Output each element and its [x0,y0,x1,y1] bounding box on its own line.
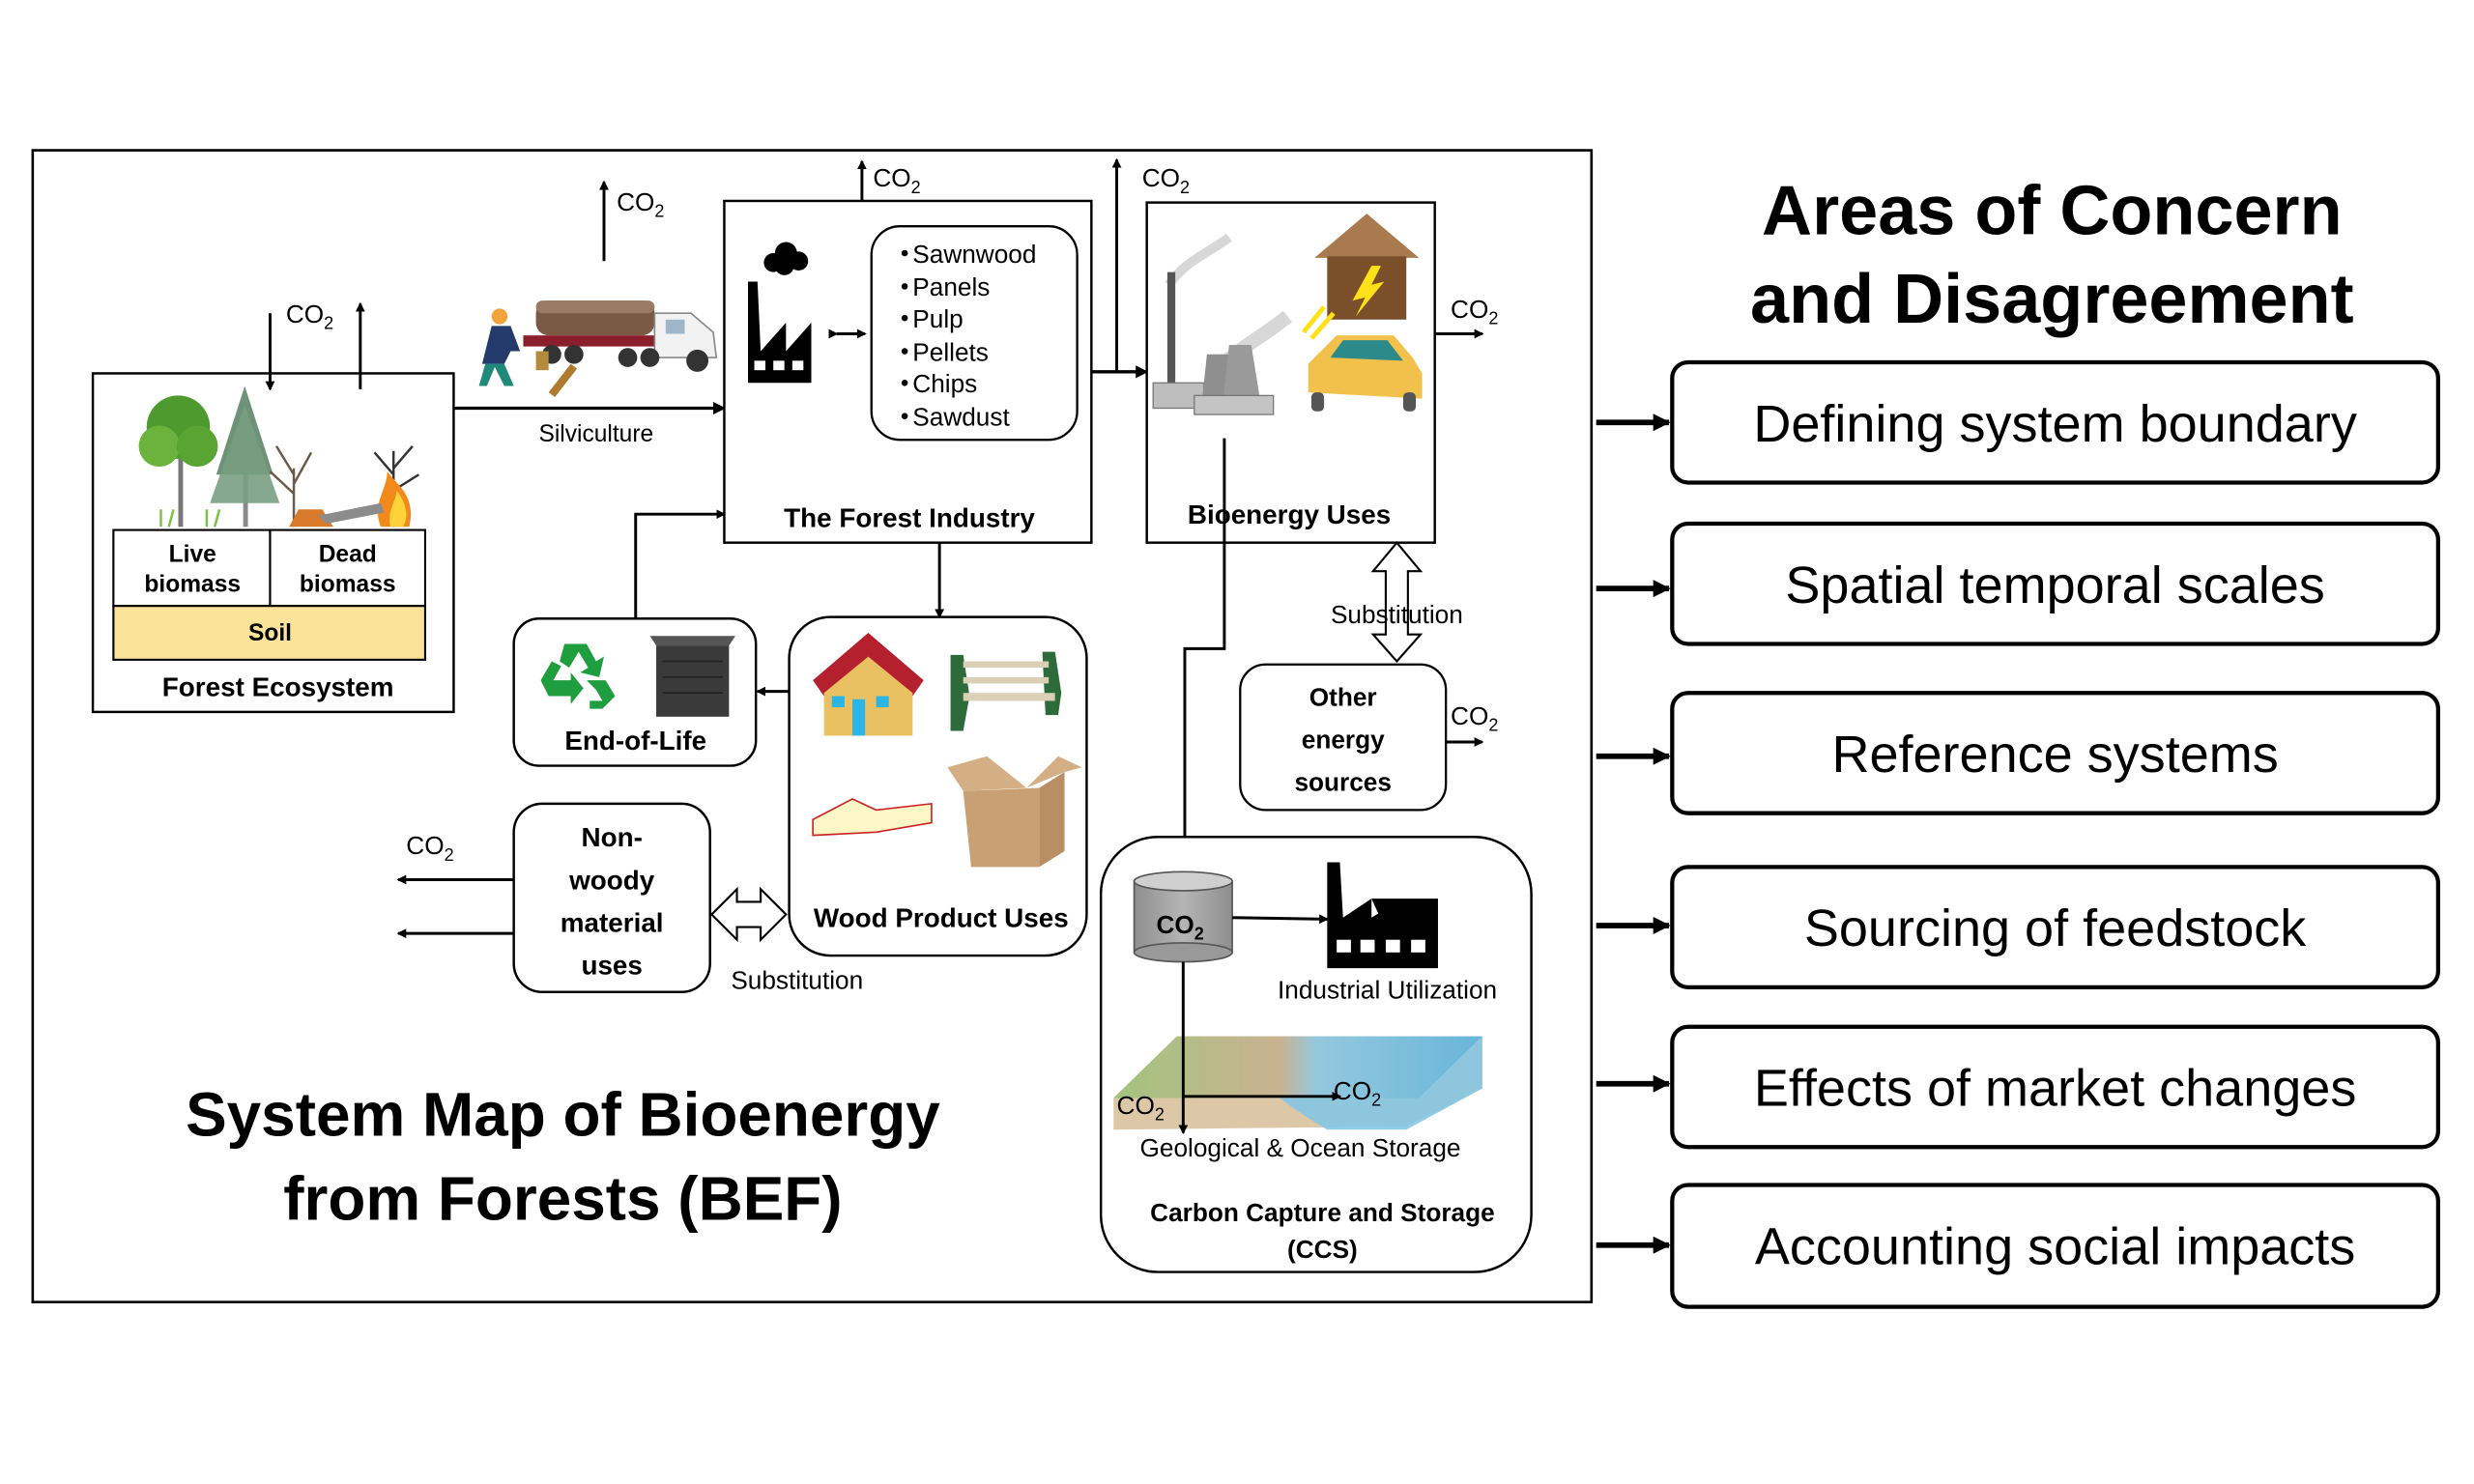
forest-ecosystem-box: Live biomass Dead biomass Soil Forest Ec… [91,372,455,714]
concern-item: Sourcing of feedstock [1596,865,2441,989]
product-item: Pellets [912,337,989,366]
products-list-box [870,225,1079,442]
energy-substitution-label: Substitution [1331,600,1463,629]
bioenergy-to-ccs-arrow [1180,438,1226,870]
concern-label: Sourcing of feedstock [1804,899,2307,957]
concerns-heading-line-2: and Disagreement [1750,261,2354,338]
product-item: Sawdust [912,402,1010,431]
silviculture-label: Silviculture [538,421,653,447]
co2-label-other-energy: CO2 [1451,701,1498,735]
industrial-utilization-label: Industrial Utilization [1278,975,1497,1004]
bioenergy-uses-label: Bioenergy Uses [1188,499,1391,529]
recycle-icon [540,643,616,709]
storage-label: Geological & Ocean Storage [1140,1133,1461,1162]
dead-biomass-cell [269,528,427,608]
co2-label-geological: CO2 [1117,1091,1165,1125]
industrial-factory-icon [1327,862,1438,969]
ccs-label-2: (CCS) [1287,1235,1358,1264]
bioenergy-uses-box: Bioenergy Uses [1145,201,1436,544]
concern-label: Accounting social impacts [1755,1217,2355,1275]
concern-item: Accounting social impacts [1596,1183,2441,1309]
concern-label: Effects of market changes [1754,1060,2357,1118]
co2-label-silviculture: CO2 [617,187,664,221]
concern-box [1670,865,2441,989]
co2-label-non-woody: CO2 [406,831,453,865]
wood-product-uses-box: Wood Product Uses [788,615,1088,957]
car-icon [1308,335,1423,412]
compost-bin-icon [649,636,735,717]
forest-industry-label: The Forest Industry [784,502,1035,532]
energy-substitution-double-arrow [1370,541,1424,664]
concern-box [1670,691,2441,815]
non-woody-label-4: uses [581,951,642,981]
forest-ecosystem-label: Forest Ecosystem [162,672,394,702]
product-item: Sawnwood [912,240,1036,269]
soil-cell [112,605,427,661]
concern-label: Defining system boundary [1753,395,2357,453]
material-substitution-label: Substitution [731,965,863,994]
non-woody-label-2: woody [568,865,655,895]
diagram-title-line-2: from Forests (BEF) [283,1164,842,1234]
product-item: Pulp [912,304,963,333]
book-icon [812,798,933,837]
product-item: Panels [912,272,990,301]
other-energy-label-1: Other [1309,682,1377,711]
end-of-life-box: End-of-Life [512,617,758,767]
other-energy-label-3: sources [1294,768,1391,797]
live-label-2: biomass [144,571,241,597]
non-woody-label-1: Non- [581,822,642,852]
logging-truck-icon [478,300,718,398]
electric-house-icon [1301,214,1420,341]
wood-product-uses-label: Wood Product Uses [814,903,1069,933]
house-icon [813,633,924,736]
concern-label: Spatial temporal scales [1785,556,2324,614]
soil-label: Soil [248,620,292,646]
geological-ocean-storage-icon [1113,1036,1482,1130]
cardboard-box-icon [947,756,1082,868]
concern-box [1670,521,2441,646]
product-item: Chips [912,369,977,398]
tank-co2-label: CO2 [1156,910,1203,944]
concerns-heading-line-1: Areas of Concern [1762,172,2343,249]
co2-label-transport: CO2 [1142,163,1190,197]
end-of-life-to-industry-arrow [634,509,727,619]
co2-label-forest: CO2 [286,300,333,333]
live-biomass-cell [112,528,272,608]
other-energy-label-2: energy [1302,726,1385,755]
ccs-box: CO2 Industrial Utilization CO2 CO2 Geolo… [1099,836,1533,1273]
tank-to-industry-arrow [1232,914,1329,925]
non-woody-material-uses-box: Non- woody material uses [512,802,711,993]
diagram-title-line-1: System Map of Bioenergy [186,1080,940,1150]
material-substitution-double-arrow [709,886,788,943]
live-label-1: Live [169,541,216,567]
forest-industry-box: Sawnwood Panels Pulp Pellets Chips Sawdu… [723,199,1093,544]
end-of-life-label: End-of-Life [564,726,706,756]
other-energy-sources-box: Other energy sources [1239,663,1448,812]
products-list: Sawnwood Panels Pulp Pellets Chips Sawdu… [901,240,1036,431]
dead-label-1: Dead [319,541,377,567]
co2-label-forest-industry: CO2 [873,163,920,197]
concern-item: Defining system boundary [1596,359,2441,485]
concern-item: Reference systems [1596,691,2441,815]
concern-box [1670,1024,2441,1150]
co2-label-ocean: CO2 [1334,1076,1381,1110]
co2-storage-tank-icon: CO2 [1133,870,1233,963]
factory-icon [748,242,812,384]
concern-box [1670,359,2441,485]
bench-icon [950,651,1062,731]
non-woody-label-3: material [561,908,664,938]
concern-label: Reference systems [1831,726,2278,784]
ccs-label-1: Carbon Capture and Storage [1150,1198,1495,1227]
concern-box [1670,1183,2441,1309]
power-plant-icon [1152,233,1293,415]
concern-item: Spatial temporal scales [1596,521,2441,646]
dead-label-2: biomass [300,571,396,597]
co2-label-bioenergy: CO2 [1451,295,1498,328]
forest-trees-icon [138,385,420,528]
concern-item: Effects of market changes [1596,1024,2441,1150]
